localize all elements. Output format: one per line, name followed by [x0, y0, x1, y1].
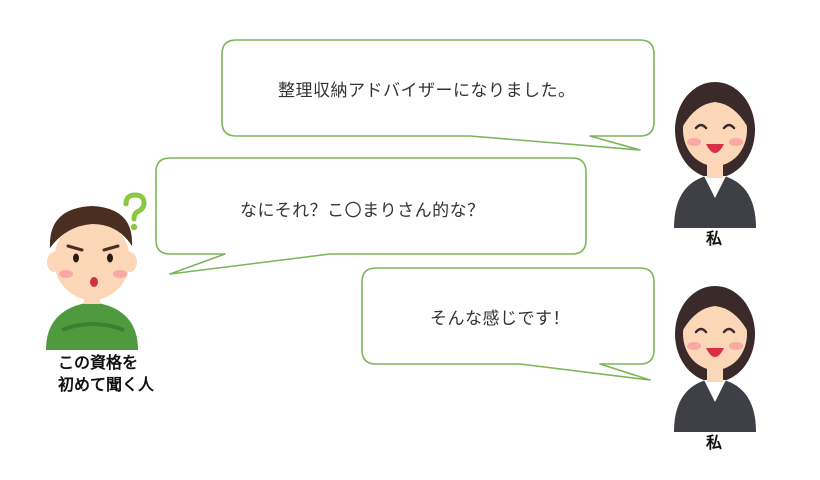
question-mark-icon: [123, 192, 147, 231]
speaker-label-me-top: 私: [706, 229, 723, 248]
speech-bubble-2: [155, 157, 587, 275]
speech-text-1: 整理収納アドバイザーになりました。: [278, 81, 576, 101]
speaker-label-listener-line2: 初めて聞く人: [58, 375, 155, 394]
businesswoman-smiling-icon: [674, 286, 756, 432]
confused-man-icon: [46, 206, 138, 350]
speech-text-3: そんな感じです！: [430, 309, 570, 329]
businesswoman-smiling-icon: [674, 82, 756, 228]
speech-text-2: なにそれ？こ〇まりさん的な？: [240, 201, 485, 221]
speech-bubble-3: [361, 267, 655, 381]
speaker-label-me-bottom: 私: [706, 433, 723, 452]
speech-bubble-1: [221, 39, 655, 151]
speaker-label-listener: この資格を 初めて聞く人: [58, 352, 154, 396]
speaker-label-listener-line1: この資格を: [58, 353, 139, 372]
